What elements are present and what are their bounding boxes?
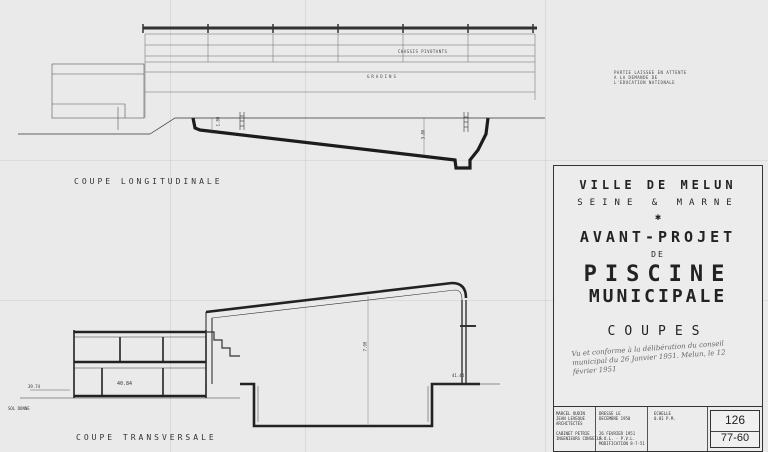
scale-cell: ECHELLE 0.01 P.M. [648,407,708,451]
longitudinal-caption: COUPE LONGITUDINALE [74,177,223,186]
department-name: SEINE & MARNE [577,198,739,208]
room-level-label: 40.84 [117,381,133,387]
plate-reference: 77-60 [711,431,759,444]
plate-number-box: 126 77-60 [710,410,760,448]
city-name: VILLE DE MELUN [579,178,737,192]
gallery-label: GRADINS [367,74,398,79]
title-connector: DE [651,250,665,259]
title-word-1: PISCINE [583,262,733,287]
hall-height-label: 7.00 [362,341,368,352]
sheet-title: COUPES [607,324,709,339]
date-cell: DRESSE LE DECEMBRE 1950 26 FEVRIER 1951 … [596,407,648,451]
dimension-deep: 3.80 [420,129,426,140]
star-icon: ✱ [654,212,662,223]
title-footer: MARCEL OUDIN JEAN LEVEQUE ARCHITECTES CA… [554,406,762,451]
ground-label: SOL DONNE [8,406,30,411]
cross-section-caption: COUPE TRANSVERSALE [76,433,217,442]
dimension-shallow: 1.80 [215,116,221,127]
title-word-2: MUNICIPALE [588,286,728,307]
level-left-label: 39.74 [28,384,41,389]
reserved-area-note: PARTIE LAISSEE EN ATTENTE A LA DEMANDE D… [614,70,687,85]
approval-note: Vu et conforme à la délibération du cons… [571,339,726,377]
longitudinal-section [18,24,545,170]
architects-cell: MARCEL OUDIN JEAN LEVEQUE ARCHITECTES CA… [554,407,602,451]
project-type: AVANT-PROJET [579,228,737,246]
plate-number: 126 [724,413,746,427]
level-right-label: 41.44 [452,373,465,378]
cross-section [20,281,500,428]
title-block: VILLE DE MELUN SEINE & MARNE ✱ AVANT-PRO… [553,165,763,452]
roof-label: CHASSIS PIVOTANTS [398,49,448,54]
